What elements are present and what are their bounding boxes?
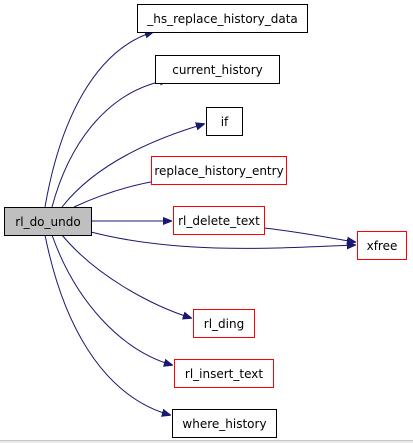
node-box[interactable] [151,156,287,185]
node-xfree[interactable]: xfree [357,231,407,260]
node-rl-insert-text[interactable]: rl_insert_text [174,359,274,388]
edge-rl-do-undo-to-xfree [90,231,355,248]
node-label: if [221,115,229,129]
edge-rl-do-undo-to-hs-replace-history-data [44,32,153,208]
node-hs-replace-history-data: _hs_replace_history_data [137,4,308,33]
edge-layer [44,32,355,415]
node-label: _hs_replace_history_data [146,12,298,26]
edge-rl-do-undo-to-if [61,124,204,208]
bottom-divider [0,440,413,443]
edge-rl-do-undo-to-where-history [44,234,170,415]
node-label[interactable]: xfree [367,239,398,253]
node-box [155,55,280,84]
node-box [172,409,277,438]
node-label[interactable]: rl_delete_text [178,214,260,228]
node-if: if [206,107,243,136]
node-rl-ding[interactable]: rl_ding [193,309,255,338]
node-rl-do-undo: rl_do_undo [4,207,92,236]
node-where-history: where_history [172,409,277,438]
node-label: current_history [172,63,263,77]
node-box[interactable] [357,231,407,260]
edge-rl-do-undo-to-rl-ding [61,234,191,318]
node-box[interactable] [174,359,274,388]
node-label[interactable]: replace_history_entry [154,164,283,178]
edge-rl-do-undo-to-rl-insert-text [51,234,172,365]
node-layer: rl_do_undo _hs_replace_history_datacurren… [4,4,407,438]
node-box [4,207,92,236]
node-current-history: current_history [155,55,280,84]
node-box [206,107,243,136]
node-box[interactable] [193,309,255,338]
node-replace-history-entry[interactable]: replace_history_entry [151,156,287,185]
node-label: where_history [182,417,266,431]
node-label: rl_do_undo [15,215,80,229]
node-rl-delete-text[interactable]: rl_delete_text [173,206,265,235]
node-label[interactable]: rl_insert_text [185,367,263,381]
node-box [137,4,308,33]
edge-rl-delete-text-to-xfree [263,227,355,242]
node-box[interactable] [173,206,265,235]
edge-rl-do-undo-to-replace-history-entry [73,180,162,208]
edge-rl-do-undo-to-current-history [51,80,168,208]
node-label[interactable]: rl_ding [204,317,244,331]
